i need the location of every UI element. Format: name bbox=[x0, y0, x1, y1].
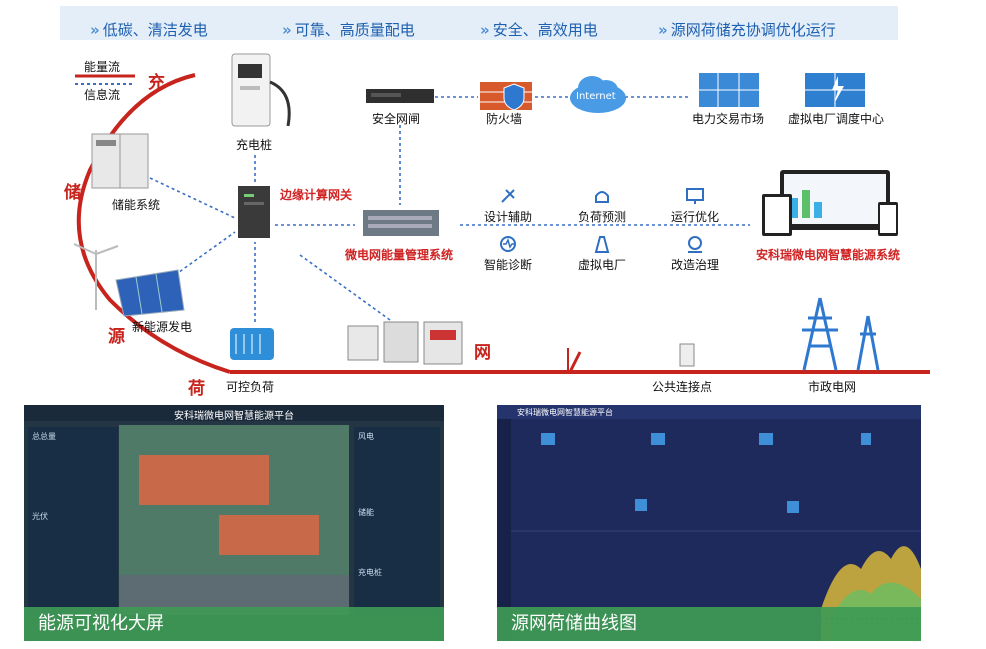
smart-energy-label: 安科瑞微电网智慧能源系统 bbox=[756, 248, 901, 262]
internet-label: Internet bbox=[576, 91, 616, 102]
curve-panel: 安科瑞微电网智慧能源平台 源网荷储曲线图 bbox=[497, 405, 921, 641]
viz-right-cards: 风电 储能 充电桩 bbox=[354, 427, 440, 617]
municipal-grid-label: 市政电网 bbox=[808, 380, 857, 394]
power-market-icon bbox=[699, 73, 759, 107]
alarm-icon bbox=[567, 186, 637, 210]
viz-header-title: 安科瑞微电网智慧能源平台 bbox=[174, 411, 294, 422]
security-gateway-label: 安全网闸 bbox=[372, 112, 421, 126]
connection-lines bbox=[75, 73, 930, 374]
curve-header-title: 安科瑞微电网智慧能源平台 bbox=[517, 408, 613, 417]
label-wang: 网 bbox=[474, 343, 491, 363]
flow-newenergy-gateway bbox=[174, 231, 236, 276]
edge-gateway-label: 边缘计算网关 bbox=[280, 188, 353, 202]
smart-devices-icon bbox=[762, 170, 898, 236]
meters-icon bbox=[347, 321, 463, 365]
viz-card-title-1: 总总量 bbox=[32, 432, 56, 441]
ems-label: 微电网能量管理系统 bbox=[345, 248, 454, 262]
banner-item-4: »源网荷储充协调优化运行 bbox=[658, 21, 836, 39]
power-trading-label: 电力交易市场 bbox=[692, 112, 765, 126]
viz-card-title-3: 风电 bbox=[358, 432, 374, 441]
wind-solar-icon bbox=[73, 243, 185, 317]
firewall-icon bbox=[480, 82, 532, 111]
energy-arc bbox=[76, 73, 231, 374]
banner-item-1: »低碳、清洁发电 bbox=[90, 21, 208, 39]
top-banner: »低碳、清洁发电 »可靠、高质量配电 »安全、高效用电 »源网荷储充协调优化运行 bbox=[60, 6, 898, 40]
controllable-load-label: 可控负荷 bbox=[226, 380, 275, 394]
firewall-label: 防火墙 bbox=[486, 112, 523, 126]
label-chu: 储 bbox=[64, 183, 81, 203]
gateway-icon bbox=[238, 186, 270, 238]
banner-item-3: »安全、高效用电 bbox=[480, 21, 598, 39]
cloud-icon bbox=[570, 76, 626, 113]
vpp-center-icon bbox=[805, 73, 865, 107]
monitor-icon bbox=[660, 186, 730, 210]
label-yuan: 源 bbox=[108, 327, 125, 347]
function-label-4: 智能诊断 bbox=[483, 258, 532, 272]
flow-storage-gateway bbox=[149, 177, 236, 219]
storage-cabinet-icon bbox=[91, 133, 149, 189]
pcc-label: 公共连接点 bbox=[652, 380, 713, 394]
viz-card-title-5: 充电桩 bbox=[358, 568, 382, 577]
curve-header-bar bbox=[497, 405, 921, 419]
motor-icon bbox=[230, 328, 274, 360]
visualization-panel: 安科瑞微电网智慧能源平台 总总量 光伏 风电 储能 充电桩 能源可视化大屏 bbox=[24, 405, 444, 641]
function-label-2: 负荷预测 bbox=[577, 210, 626, 224]
charging-pile-icon bbox=[231, 53, 291, 127]
viz-card-title-4: 储能 bbox=[358, 508, 374, 517]
tower-icon bbox=[802, 297, 880, 371]
curve-caption: 源网荷储曲线图 bbox=[497, 607, 921, 641]
ems-server-icon bbox=[363, 210, 439, 236]
banner-item-2: »可靠、高质量配电 bbox=[282, 21, 415, 39]
building-image bbox=[119, 425, 349, 615]
power-plant-icon bbox=[567, 234, 637, 258]
viz-caption: 能源可视化大屏 bbox=[24, 607, 444, 641]
viz-header-bar bbox=[24, 405, 444, 421]
function-label-1: 设计辅助 bbox=[483, 210, 532, 224]
function-label-3: 运行优化 bbox=[670, 210, 719, 224]
curve-sidebar bbox=[497, 419, 511, 641]
storage-label: 储能系统 bbox=[112, 198, 161, 212]
vpp-center-label: 虚拟电厂调度中心 bbox=[788, 112, 885, 126]
flow-meters-gateway bbox=[299, 254, 391, 321]
label-he: 荷 bbox=[188, 379, 205, 399]
new-energy-label: 新能源发电 bbox=[132, 320, 193, 334]
design-icon bbox=[473, 186, 543, 210]
viz-card-title-2: 光伏 bbox=[32, 512, 48, 521]
viz-left-cards: 总总量 光伏 bbox=[28, 427, 118, 617]
switch bbox=[560, 351, 582, 374]
function-label-6: 改造治理 bbox=[670, 258, 719, 272]
meter-pcc-icon bbox=[679, 343, 695, 367]
legend-info-label: 信息流 bbox=[84, 88, 121, 102]
legend-energy-label: 能量流 bbox=[84, 60, 121, 74]
label-chong: 充 bbox=[148, 73, 165, 93]
charging-pile-label: 充电桩 bbox=[236, 138, 273, 152]
security-gateway-icon bbox=[366, 89, 434, 103]
diagnosis-icon bbox=[473, 234, 543, 258]
gear-icon bbox=[660, 234, 730, 258]
function-label-5: 虚拟电厂 bbox=[577, 258, 626, 272]
